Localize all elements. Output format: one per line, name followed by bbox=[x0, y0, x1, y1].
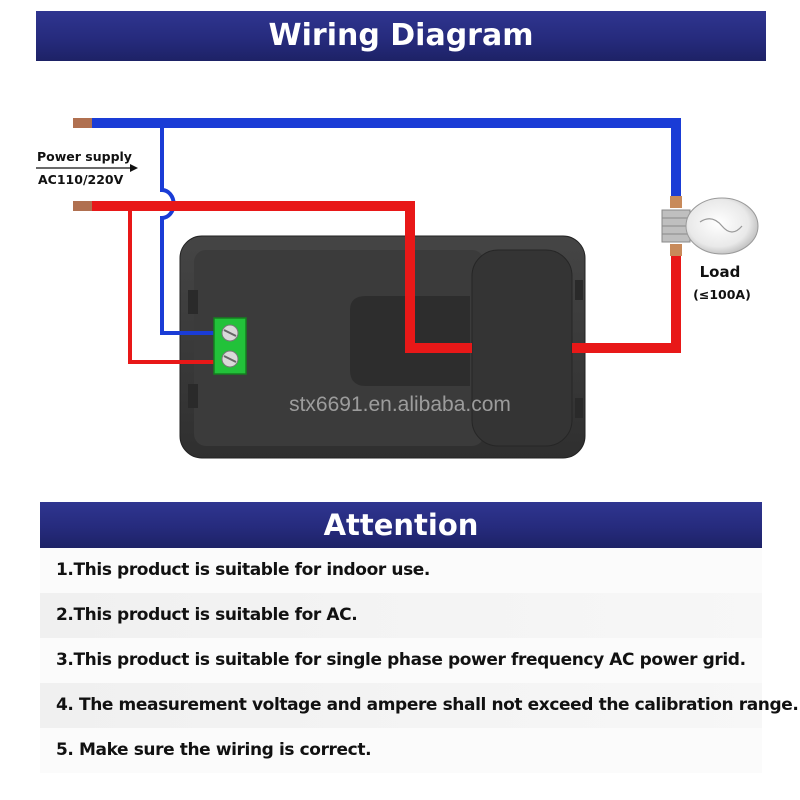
light-bulb-icon bbox=[661, 196, 759, 256]
attention-title: Attention bbox=[323, 508, 479, 542]
list-item: 1.This product is suitable for indoor us… bbox=[40, 548, 762, 593]
load-label: Load bbox=[700, 263, 741, 281]
load-rating-label: (≤100A) bbox=[693, 287, 751, 302]
attention-list: 1.This product is suitable for indoor us… bbox=[40, 548, 799, 773]
list-item: 3.This product is suitable for single ph… bbox=[40, 638, 762, 683]
watermark: stx6691.en.alibaba.com bbox=[289, 393, 511, 416]
live-wire bbox=[73, 201, 681, 364]
list-item: 2.This product is suitable for AC. bbox=[40, 593, 762, 638]
wiring-diagram: Power supply AC110/220V Load (≤100A) stx… bbox=[36, 118, 759, 459]
list-item: 5. Make sure the wiring is correct. bbox=[40, 728, 762, 773]
wiring-diagram-banner: Wiring Diagram bbox=[36, 11, 766, 61]
list-item: 4. The measurement voltage and ampere sh… bbox=[40, 683, 799, 728]
arrow-right-icon bbox=[36, 164, 138, 172]
wiring-diagram-title: Wiring Diagram bbox=[268, 18, 534, 53]
terminal-block bbox=[213, 317, 247, 375]
voltage-label: AC110/220V bbox=[38, 172, 124, 187]
power-supply-label: Power supply bbox=[37, 149, 132, 164]
attention-banner: Attention bbox=[40, 502, 762, 548]
